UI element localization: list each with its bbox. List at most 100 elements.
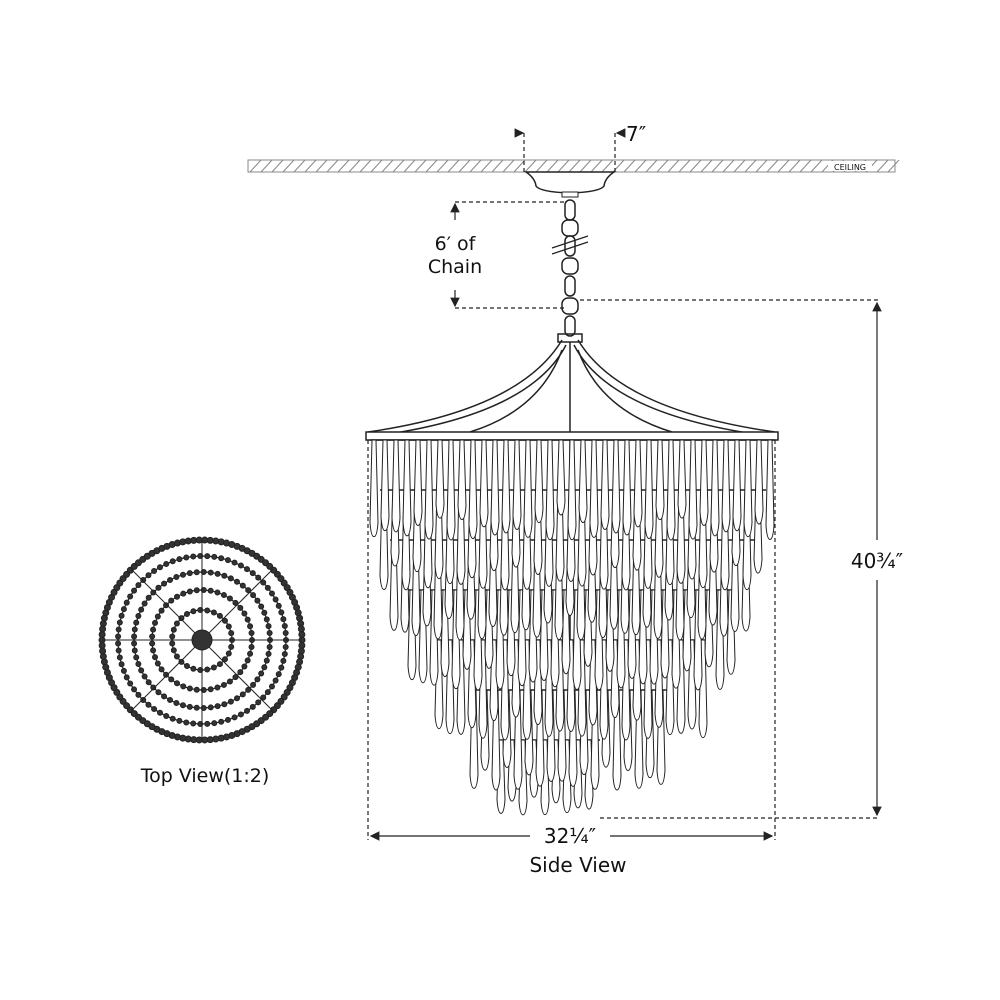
- crystal-drop: [578, 439, 588, 524]
- bead: [190, 608, 197, 615]
- bead: [234, 695, 241, 702]
- bead: [163, 671, 170, 678]
- bead: [255, 574, 262, 581]
- canopy: [523, 171, 617, 194]
- crystal-drop: [413, 439, 423, 526]
- bead: [123, 674, 130, 681]
- hatch-line: [447, 159, 460, 173]
- hatch-line: [513, 159, 526, 173]
- bead: [173, 653, 180, 660]
- bead: [239, 691, 246, 698]
- bead: [193, 704, 200, 711]
- bead: [245, 587, 252, 594]
- bead: [179, 702, 186, 709]
- bead: [237, 669, 244, 676]
- bead: [214, 589, 221, 596]
- bead: [211, 553, 218, 560]
- bead: [280, 616, 287, 623]
- bead: [115, 640, 122, 647]
- chain-link: [564, 199, 576, 221]
- bead: [264, 689, 271, 696]
- crystal-drop: [622, 439, 632, 536]
- bead: [131, 686, 138, 693]
- bead: [255, 699, 262, 706]
- bead: [226, 595, 233, 602]
- bead: [184, 611, 190, 618]
- hatch-line: [425, 159, 438, 173]
- crystal-tiers: [369, 439, 775, 816]
- bead: [131, 633, 138, 640]
- bead: [123, 599, 130, 606]
- bead: [207, 587, 214, 594]
- bead: [157, 564, 163, 571]
- bead: [151, 705, 158, 712]
- bead: [228, 643, 235, 650]
- chain-link: [561, 219, 579, 237]
- bead: [281, 651, 288, 658]
- bead: [169, 640, 176, 647]
- side-view-label: Side View: [529, 853, 626, 877]
- bead: [221, 701, 228, 708]
- bead: [254, 597, 261, 604]
- bead: [228, 630, 235, 637]
- crystal-drop: [424, 439, 434, 540]
- bead: [115, 647, 122, 654]
- bead: [120, 667, 127, 674]
- spoke: [201, 568, 274, 641]
- bead: [135, 613, 142, 620]
- width-label: 32¼″: [544, 824, 596, 848]
- hatch-line: [546, 159, 559, 173]
- bead: [140, 697, 147, 704]
- bead: [265, 650, 272, 657]
- bead: [152, 654, 159, 661]
- bead: [264, 584, 271, 591]
- bead: [131, 640, 138, 647]
- bead: [204, 607, 211, 614]
- crystal-drop: [743, 439, 753, 538]
- bead: [186, 703, 193, 710]
- hatch-line: [381, 159, 394, 173]
- hatch-line: [645, 159, 658, 173]
- hatch-line: [271, 159, 284, 173]
- bead: [168, 676, 175, 683]
- hatch-line: [799, 159, 812, 173]
- crystal-drop: [457, 439, 467, 521]
- crystal-drop: [380, 439, 390, 532]
- bead: [133, 619, 140, 626]
- hatch-line: [634, 159, 647, 173]
- bead: [281, 622, 288, 629]
- bead: [163, 560, 170, 567]
- chain-break: [551, 241, 589, 255]
- crystal-drop: [479, 439, 489, 528]
- bead: [167, 576, 174, 583]
- bead: [150, 589, 157, 596]
- bead: [232, 599, 239, 606]
- bead: [118, 612, 125, 619]
- bead: [152, 619, 159, 626]
- crystal-drop: [369, 439, 379, 538]
- bead: [145, 572, 152, 579]
- bead: [282, 629, 289, 636]
- bead: [298, 630, 306, 638]
- bead: [231, 714, 238, 721]
- hatch-line: [788, 159, 801, 173]
- crystal-drop: [589, 439, 599, 538]
- bead: [244, 566, 251, 573]
- hatch-line: [535, 159, 548, 173]
- hatch-line: [667, 159, 680, 173]
- top-view: [98, 536, 306, 744]
- bead: [266, 643, 273, 650]
- bead: [249, 703, 256, 710]
- bead: [167, 697, 174, 704]
- center-hub: [191, 629, 213, 651]
- bead: [179, 571, 186, 578]
- chain: [551, 199, 589, 337]
- bead: [190, 665, 197, 672]
- bead: [138, 667, 145, 674]
- bead: [150, 684, 157, 691]
- crystal-drop: [754, 439, 764, 525]
- bead: [221, 656, 228, 663]
- crystal-drop: [699, 439, 709, 526]
- bead: [214, 703, 221, 710]
- bead: [135, 691, 142, 698]
